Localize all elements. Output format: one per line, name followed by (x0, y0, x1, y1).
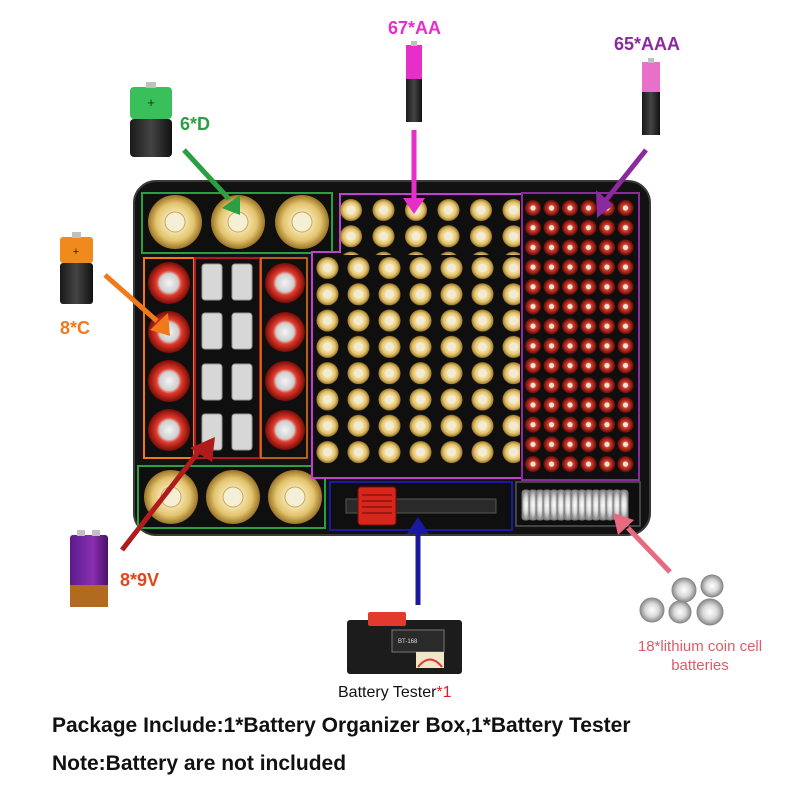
tester-quantity: *1 (436, 684, 452, 701)
d-battery-icon: + (130, 82, 172, 157)
aaa-battery-grid (521, 192, 640, 481)
c-count-label: 8*C (60, 318, 91, 338)
nine-volt-battery-icon (70, 530, 108, 607)
coin-arrow (613, 513, 672, 574)
c-battery-column-right (260, 257, 308, 459)
c-arrow (103, 273, 170, 336)
nine-volt-arrow (120, 437, 215, 552)
tester-model-text: BT-168 (398, 639, 418, 645)
nine-volt-compartment (194, 257, 261, 459)
aa-count-label: 67*AA (388, 18, 442, 38)
tester-arrow (407, 517, 429, 605)
package-include-text: Package Include:1*Battery Organizer Box,… (52, 714, 631, 737)
svg-text:+: + (147, 95, 155, 110)
svg-text:+: + (73, 246, 79, 258)
d-count-label: 6*D (180, 114, 211, 134)
tester-label: Battery Tester*1 (338, 684, 452, 702)
aaa-count-label: 65*AAA (614, 34, 681, 54)
d-battery-row-bottom (137, 465, 326, 529)
aa-battery-icon (406, 41, 422, 122)
aaa-arrow (596, 148, 648, 218)
nine-volt-count-label: 8*9V (120, 570, 160, 590)
tester-label-text: Battery Tester (338, 684, 437, 701)
aa-battery-grid (311, 193, 523, 479)
note-text: Note:Battery are not included (52, 752, 347, 775)
aaa-battery-icon (642, 58, 660, 135)
aa-arrow (403, 130, 425, 214)
coin-cell-label: 18*lithium coin cell batteries (600, 637, 800, 675)
coin-cell-label-line2: batteries (671, 657, 729, 674)
battery-tester-device: BT-168 (347, 612, 462, 674)
coin-cell-slot (515, 481, 641, 527)
c-battery-icon: + (60, 232, 93, 304)
c-battery-column-left (143, 257, 195, 459)
coin-cell-label-line1: 18*lithium coin cell (637, 638, 763, 655)
d-arrow (182, 148, 240, 215)
coin-cell-icon (639, 574, 724, 626)
